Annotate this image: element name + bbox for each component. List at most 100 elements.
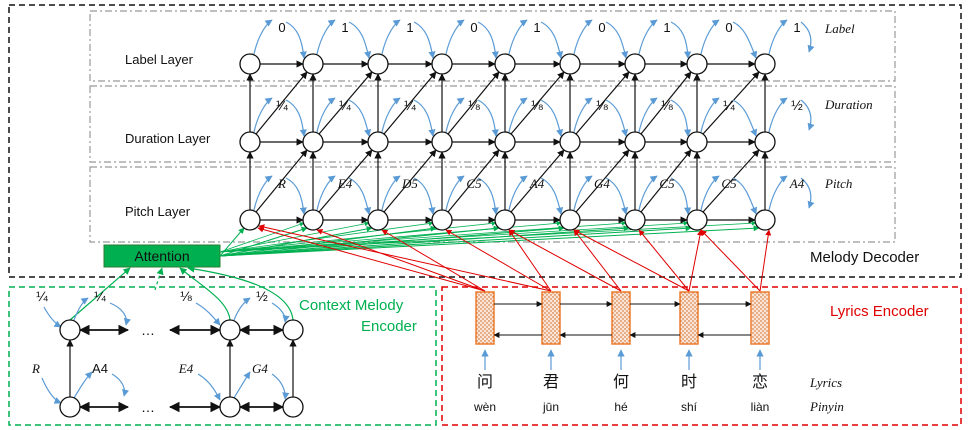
context-pitch-node-1 — [59, 396, 81, 418]
melody-decoder-frame — [8, 4, 962, 278]
feedback-curve — [732, 177, 758, 215]
context-feedback-curve — [197, 373, 221, 401]
feedback-curve — [800, 21, 815, 53]
duration-output-7: ⅛ — [661, 97, 673, 113]
context-encoder-title-line2: Encoder — [361, 318, 417, 335]
feedback-curve — [477, 21, 499, 59]
pitch-to-next-duration-arrow — [510, 149, 565, 213]
duration-node-4 — [431, 131, 453, 153]
pitch-output-6: G4 — [594, 176, 610, 191]
pitch-node-9 — [754, 209, 776, 231]
feedback-curve — [477, 177, 499, 215]
lyrics-to-pitch-arrow — [508, 229, 622, 292]
pitch-node-2 — [302, 209, 324, 231]
duration-output-2: ¼ — [339, 97, 351, 113]
pitch-node-6 — [559, 209, 581, 231]
pitch-output-3: D5 — [401, 176, 418, 191]
duration-to-next-label-arrow — [318, 71, 373, 135]
lyrics-to-pitch-arrow — [508, 229, 552, 292]
context-pitch-3: E4 — [178, 361, 194, 376]
label-output-5: 1 — [533, 20, 540, 35]
pitch-output-9: A4 — [789, 176, 805, 191]
context-duration-node-1 — [59, 319, 81, 341]
lyrics-to-pitch-arrow — [688, 229, 703, 292]
duration-node-5 — [494, 131, 516, 153]
context-emit-curve — [233, 297, 251, 321]
output-emit-curve — [381, 97, 401, 133]
pinyin-1: wèn — [473, 400, 496, 414]
attention-label: Attention — [134, 248, 189, 264]
attention-to-pitch-arrow — [219, 225, 437, 257]
lyrics-row-tag: Lyrics — [809, 375, 842, 390]
lyrics-to-pitch-arrow — [573, 229, 622, 292]
context-feedback-curve — [41, 377, 62, 404]
duration-layer-title: Duration Layer — [125, 131, 211, 146]
label-output-1: 0 — [278, 20, 285, 35]
label-row-tag: Label — [824, 21, 855, 36]
duration-to-next-label-arrow — [640, 71, 692, 135]
feedback-curve — [605, 177, 629, 215]
label-output-7: 1 — [663, 20, 670, 35]
output-emit-curve — [508, 19, 528, 55]
pinyin-5: liàn — [751, 400, 770, 414]
feedback-curve — [413, 21, 436, 59]
output-emit-curve — [253, 175, 273, 211]
context-to-attention-dashed — [154, 267, 164, 291]
lyrics-to-pitch-arrow — [316, 229, 486, 292]
duration-output-1: ¼ — [276, 97, 288, 113]
pinyin-2: jūn — [542, 400, 559, 414]
feedback-curve — [800, 99, 815, 131]
lyrics-encoder-frame — [441, 286, 962, 426]
context-duration-1: ¼ — [36, 288, 48, 304]
lyrics-encoder-cell-3 — [611, 291, 631, 345]
context-feedback-curve — [271, 373, 290, 400]
feedback-curve — [540, 99, 564, 137]
attention-to-pitch-arrow — [219, 225, 630, 257]
output-emit-curve — [638, 175, 658, 211]
feedback-curve — [348, 21, 372, 59]
output-emit-curve — [445, 19, 465, 55]
feedback-curve — [285, 21, 307, 59]
feedback-curve — [285, 99, 307, 137]
context-feedback-curve — [271, 302, 290, 323]
context-feedback-curve — [43, 306, 62, 328]
lyrics-to-pitch-arrow — [258, 224, 552, 292]
feedback-curve — [670, 99, 692, 137]
pitch-to-next-duration-arrow — [255, 149, 308, 213]
output-emit-curve — [508, 97, 528, 133]
duration-output-6: ⅛ — [596, 97, 608, 113]
melody-decoder-title: Melody Decoder — [810, 249, 919, 266]
attention-context-arrow — [219, 220, 689, 253]
pitch-to-next-duration-arrow — [640, 149, 692, 213]
attention-context-arrow — [219, 222, 305, 253]
lyrics-to-pitch-arrow — [759, 229, 772, 292]
duration-output-9: ½ — [791, 97, 803, 113]
output-emit-curve — [445, 97, 465, 133]
lyrics-char-5: 恋 — [752, 372, 768, 391]
duration-output-4: ⅛ — [468, 97, 480, 113]
feedback-curve — [670, 21, 692, 59]
pitch-node-1 — [239, 209, 261, 231]
context-encoder-title-line1: Context Melody — [299, 297, 404, 314]
context-duration-3: ⅛ — [180, 288, 192, 304]
label-node-5 — [494, 53, 516, 75]
lyrics-char-3: 何 — [613, 373, 629, 391]
duration-node-8 — [686, 131, 708, 153]
context-to-attention-arrow — [69, 267, 131, 321]
label-node-4 — [431, 53, 453, 75]
context-feedback-curve — [109, 302, 131, 326]
pinyin-row-tag: Pinyin — [809, 399, 844, 414]
lyrics-to-pitch-arrow — [638, 229, 690, 292]
output-emit-curve — [700, 19, 720, 55]
feedback-curve — [540, 177, 564, 215]
duration-output-8: ¼ — [723, 97, 735, 113]
context-duration-2: ¼ — [94, 288, 106, 304]
feedback-curve — [285, 177, 307, 215]
pitch-output-5: A4 — [529, 176, 545, 191]
pitch-output-2: E4 — [337, 176, 353, 191]
lyrics-encoder-cell-5 — [750, 291, 770, 345]
duration-to-next-label-arrow — [383, 71, 437, 135]
pitch-row-tag: Pitch — [824, 176, 852, 191]
duration-node-7 — [624, 131, 646, 153]
